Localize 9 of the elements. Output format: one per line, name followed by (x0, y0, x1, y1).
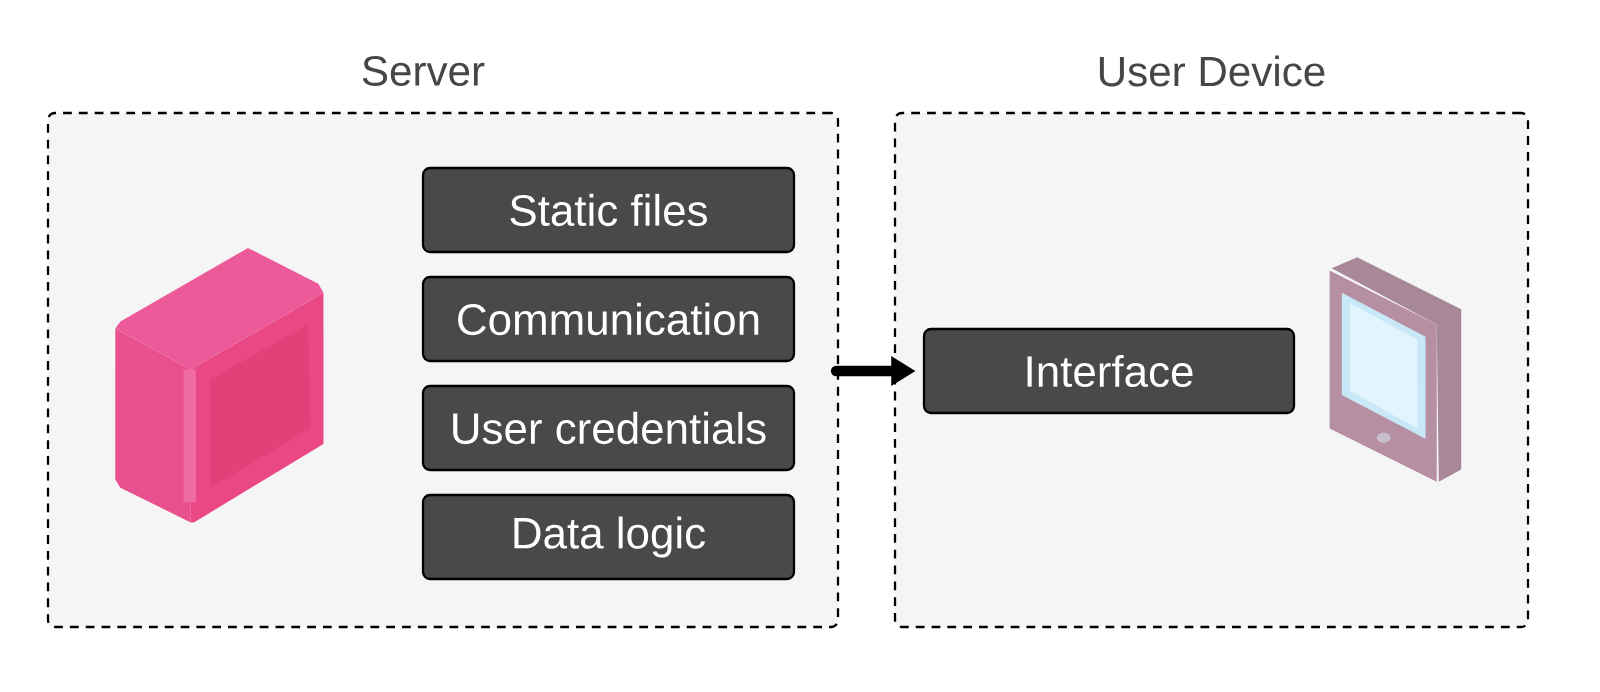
group-title: Server (362, 56, 485, 86)
server-drawing (115, 247, 324, 523)
group-title: User Device (1099, 55, 1325, 87)
process-box: User credentials (421, 384, 796, 472)
process-box: Communication (421, 275, 796, 363)
process-box: Interface (922, 327, 1296, 415)
tablet-drawing (1329, 257, 1462, 482)
process-box: Data logic (421, 493, 796, 581)
process-box: Static files (421, 166, 796, 254)
